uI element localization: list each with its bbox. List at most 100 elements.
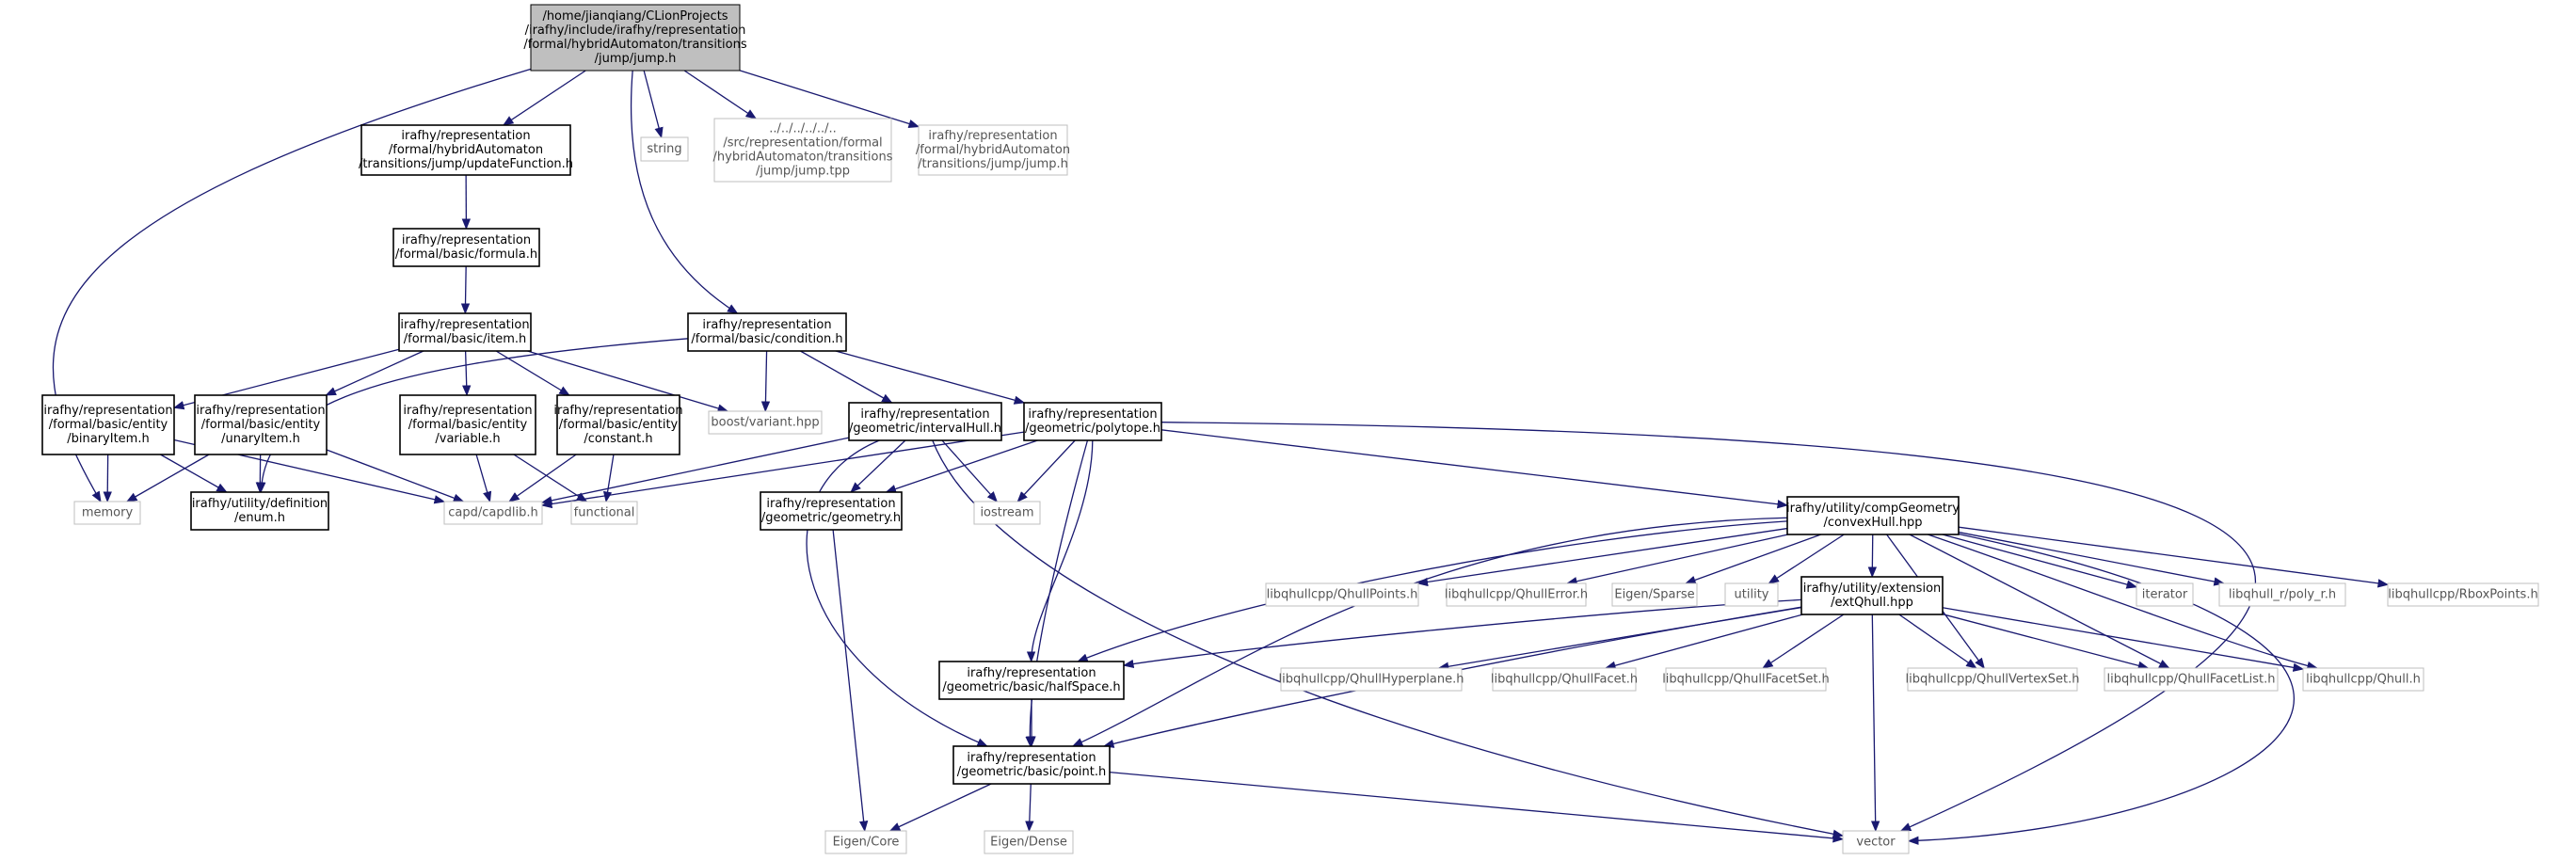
node-label-line: utility: [1735, 588, 1769, 602]
node-label-line: irafhy/representation: [402, 233, 531, 247]
edge-extQhull-to-QhullFacet: [1604, 614, 1803, 670]
edge-convexHull-to-RboxPoints: [1958, 526, 2390, 588]
node-box: [848, 402, 1002, 441]
node-label-line: libqhullcpp/QhullFacetSet.h: [1662, 673, 1830, 687]
edge-convexHull-to-QhullPoints: [1416, 527, 1788, 587]
edge-binaryItem-to-memory: [103, 454, 112, 503]
node-box: [2387, 582, 2539, 607]
node-label-line: /geometric/geometry.h: [761, 511, 901, 525]
node-halfSpace[interactable]: irafhy/representation/geometric/basic/ha…: [938, 661, 1125, 700]
edge-polytope-to-convexHull: [1160, 429, 1789, 509]
node-label-line: /home/jianqiang/CLionProjects: [542, 9, 728, 24]
node-label-line: /variable.h: [435, 432, 500, 446]
node-label-line: /formal/basic/condition.h: [691, 332, 842, 346]
node-QhullPoints: libqhullcpp/QhullPoints.h: [1265, 582, 1419, 607]
node-label-line: /geometric/polytope.h: [1025, 422, 1160, 436]
node-geometry[interactable]: irafhy/representation/geometric/geometry…: [760, 491, 903, 531]
edge-variable-to-capdlib: [475, 454, 492, 503]
node-label-line: /formal/basic/item.h: [404, 332, 527, 346]
node-label-line: /transitions/jump/updateFunction.h: [359, 157, 573, 171]
node-QhullFacetSet: libqhullcpp/QhullFacetSet.h: [1662, 667, 1830, 692]
node-box: [399, 394, 536, 455]
node-box: [2218, 582, 2346, 607]
node-enum[interactable]: irafhy/utility/definition/enum.h: [190, 491, 329, 531]
node-root[interactable]: /home/jianqiang/CLionProjects/irafhy/inc…: [523, 4, 747, 72]
node-convexHull[interactable]: irafhy/utility/compGeometry/convexHull.h…: [1786, 496, 1960, 535]
node-box: [190, 491, 329, 531]
node-box: [530, 4, 741, 72]
edge-constant-to-capdlib: [508, 454, 577, 502]
edge-convexHull-to-QhullFacetList: [1909, 534, 2170, 669]
node-variable[interactable]: irafhy/representation/formal/basic/entit…: [399, 394, 536, 455]
edge-convexHull-to-Qhull: [1928, 534, 2319, 671]
edge-variable-to-functional: [513, 454, 588, 502]
node-box: [1786, 496, 1960, 535]
node-label-line: irafhy/representation: [401, 129, 530, 143]
edge-convexHull-to-utility: [1768, 534, 1845, 584]
edge-unaryItem-to-memory: [125, 454, 210, 502]
edge-polytope-to-halfSpace: [1026, 439, 1094, 663]
node-label-line: boost/variant.hpp: [711, 416, 819, 430]
node-box: [938, 661, 1125, 700]
node-label-line: /irafhy/include/irafhy/representation: [525, 24, 746, 38]
node-label-line: /jump/jump.h: [595, 52, 677, 66]
node-updateFunction[interactable]: irafhy/representation/formal/hybridAutom…: [359, 124, 573, 176]
node-intervalHull[interactable]: irafhy/representation/geometric/interval…: [848, 402, 1002, 441]
edge-extQhull-to-QhullFacetSet: [1762, 614, 1845, 669]
node-functional: functional: [570, 501, 638, 525]
edge-intervalHull-to-capdlib: [540, 437, 850, 505]
node-QhullFacetList: libqhullcpp/QhullFacetList.h: [2104, 667, 2279, 692]
node-box: [570, 501, 638, 525]
node-label-line: irafhy/representation: [967, 751, 1096, 765]
node-vector: vector: [1842, 830, 1910, 854]
node-Qhull: libqhullcpp/Qhull.h: [2302, 667, 2424, 692]
edge-formula-to-item: [460, 265, 471, 315]
edge-binaryItem-to-enum: [160, 454, 228, 493]
node-unaryItem[interactable]: irafhy/representation/formal/basic/entit…: [194, 394, 328, 455]
node-label-line: /formal/hybridAutomaton: [916, 143, 1070, 157]
node-extQhull[interactable]: irafhy/utility/extension/extQhull.hpp: [1800, 576, 1944, 615]
node-box: [918, 124, 1068, 176]
node-label-line: libqhullcpp/QhullVertexSet.h: [1906, 673, 2080, 687]
edge-condition-to-boost_variant: [760, 350, 771, 413]
edge-polytope-to-vector: [1160, 422, 2256, 832]
node-label-line: iterator: [2142, 588, 2188, 602]
node-jump_h: irafhy/representation/formal/hybridAutom…: [916, 124, 1070, 176]
node-QhullError: libqhullcpp/QhullError.h: [1445, 582, 1588, 607]
node-constant[interactable]: irafhy/representation/formal/basic/entit…: [553, 394, 683, 455]
node-box: [1611, 582, 1698, 607]
node-label-line: libqhullcpp/Qhull.h: [2306, 673, 2421, 687]
node-box: [708, 410, 823, 435]
node-binaryItem[interactable]: irafhy/representation/formal/basic/entit…: [41, 394, 175, 455]
edge-convexHull-to-QhullError: [1565, 534, 1788, 586]
edge-extQhull-to-QhullFacetList: [1942, 614, 2150, 670]
node-point[interactable]: irafhy/representation/geometric/basic/po…: [952, 745, 1111, 785]
node-polytope[interactable]: irafhy/representation/geometric/polytope…: [1023, 402, 1162, 441]
node-label-line: /formal/basic/entity: [559, 418, 679, 432]
node-box: [984, 830, 1074, 854]
node-box: [1907, 667, 2078, 692]
node-label-line: irafhy/utility/compGeometry: [1786, 502, 1960, 516]
edge-intervalHull-to-point: [806, 439, 988, 747]
edge-constant-to-functional: [602, 454, 615, 503]
edge-unaryItem-to-capdlib: [326, 449, 465, 502]
node-label-line: libqhullcpp/RboxPoints.h: [2388, 588, 2537, 602]
edge-polytope-to-capdlib: [540, 431, 1025, 509]
node-box: [640, 136, 689, 162]
node-label-line: libqhull_r/poly_r.h: [2229, 588, 2336, 602]
edge-convexHull-to-extQhull: [1867, 534, 1878, 579]
node-label-line: irafhy/representation: [553, 404, 682, 418]
node-box: [1492, 667, 1637, 692]
node-EigenDense: Eigen/Dense: [984, 830, 1074, 854]
node-label-line: libqhullcpp/QhullPoints.h: [1267, 588, 1418, 602]
edge-extQhull-to-QhullHyperplane: [1437, 606, 1802, 671]
node-label-line: string: [647, 142, 681, 156]
node-item[interactable]: irafhy/representation/formal/basic/item.…: [398, 312, 532, 352]
edge-extQhull-to-halfSpace: [1122, 598, 1802, 669]
edge-convexHull-to-EigenSparse: [1685, 534, 1821, 584]
node-condition[interactable]: irafhy/representation/formal/basic/condi…: [687, 312, 847, 352]
edges: [52, 68, 2390, 845]
node-box: [194, 394, 328, 455]
node-formula[interactable]: irafhy/representation/formal/basic/formu…: [392, 228, 540, 267]
node-label-line: /formal/hybridAutomaton/transitions: [523, 38, 746, 52]
